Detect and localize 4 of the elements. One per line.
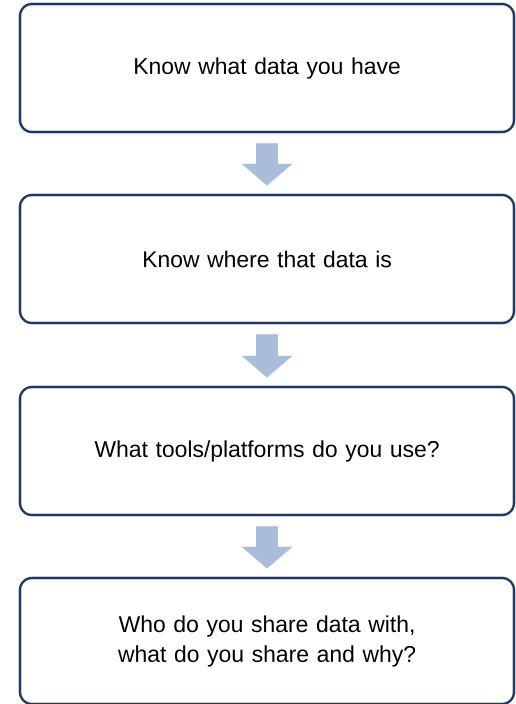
- process-box: Who do you share data with, what do you share and why?: [18, 576, 516, 704]
- process-box: What tools/platforms do you use?: [18, 386, 516, 516]
- process-box: Know what data you have: [18, 2, 516, 134]
- process-box: Know where that data is: [18, 194, 516, 324]
